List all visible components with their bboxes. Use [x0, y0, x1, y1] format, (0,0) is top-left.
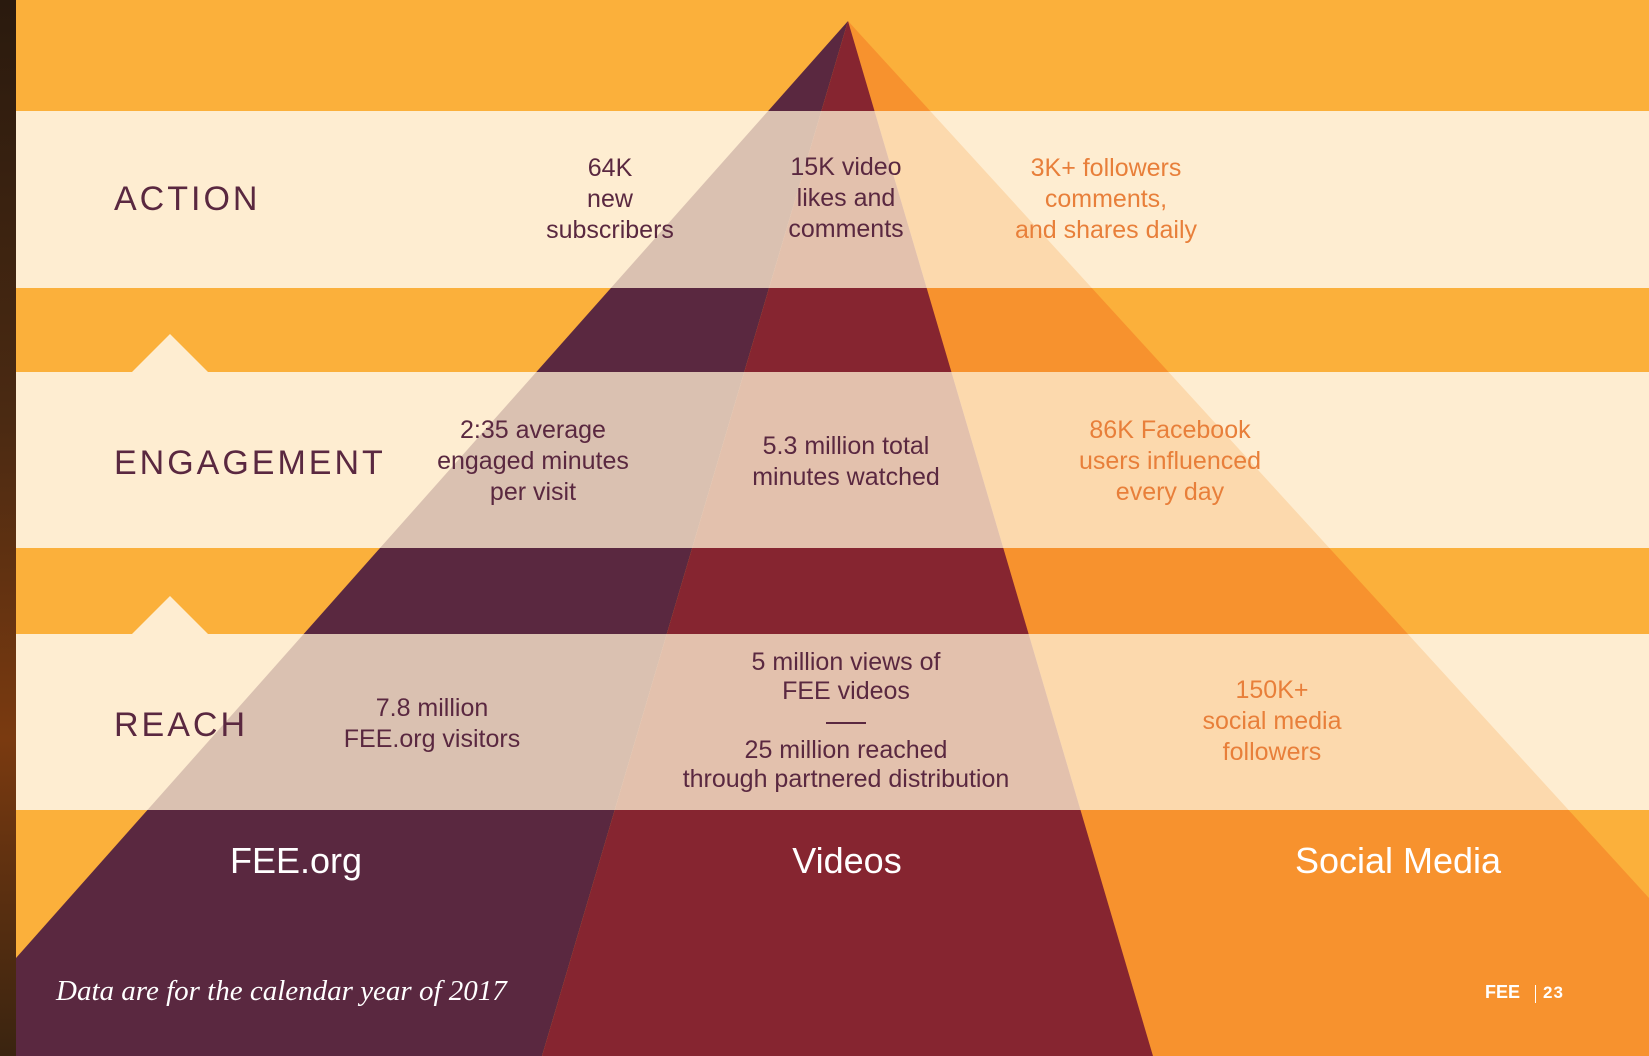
stat-divider	[826, 722, 866, 724]
arrow-up-action	[132, 596, 208, 634]
column-title-social-media: Social Media	[1294, 840, 1502, 881]
stat-engagement-fee-org: 2:35 average engaged minutes per visit	[437, 416, 629, 506]
brand-logo: FEE	[1485, 982, 1521, 1002]
stat-engagement-videos: 5.3 million total minutes watched	[752, 432, 940, 491]
column-title-videos: Videos	[792, 840, 902, 881]
stat-reach-videos-distribution: 25 million reached through partnered dis…	[682, 736, 1010, 793]
level-label-engagement: ENGAGEMENT	[114, 444, 386, 482]
stat-reach-videos-views: 5 million views of FEE videos	[751, 648, 941, 705]
arrow-up-engagement	[132, 334, 208, 372]
level-label-reach: REACH	[114, 706, 249, 744]
page-separator	[1535, 985, 1536, 1003]
footnote: Data are for the calendar year of 2017	[56, 975, 507, 1007]
photo-edge	[0, 0, 16, 1056]
stat-action-social-media: 3K+ followers comments, and shares daily	[1014, 154, 1198, 244]
column-title-fee-org: FEE.org	[229, 840, 363, 881]
stat-reach-social-media: 150K+ social media followers	[1202, 676, 1342, 766]
stat-action-fee-org: 64K new subscribers	[546, 154, 674, 244]
stat-engagement-social-media: 86K Facebook users influenced every day	[1078, 416, 1262, 506]
page-number: 23	[1543, 983, 1564, 1002]
level-label-action: ACTION	[114, 180, 261, 218]
stat-action-videos: 15K video likes and comments	[788, 153, 904, 243]
stat-reach-fee-org: 7.8 million FEE.org visitors	[343, 694, 521, 753]
